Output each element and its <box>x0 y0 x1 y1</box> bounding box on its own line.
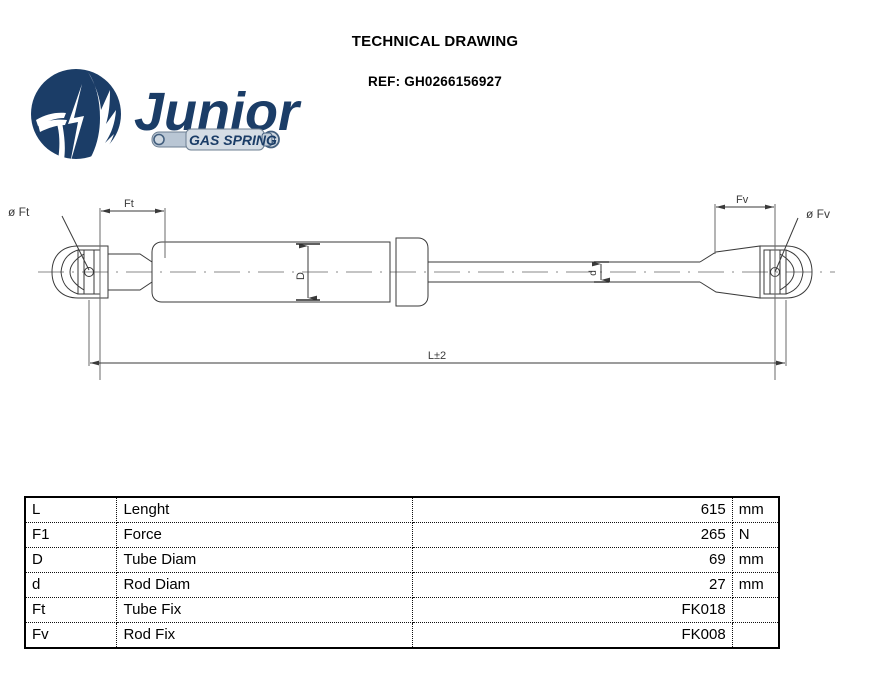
cylinder-tube <box>151 237 429 307</box>
table-row: Fv Rod Fix FK008 <box>25 622 779 649</box>
row-unit: mm <box>732 572 779 598</box>
logo-emblem-icon <box>31 69 121 164</box>
label-overall-length: L±2 <box>428 350 446 362</box>
row-unit: mm <box>732 497 779 523</box>
piston-rod <box>428 261 700 283</box>
row-name: Force <box>116 522 414 548</box>
junior-gas-spring-logo: Junior GAS SPRING <box>26 68 316 166</box>
table-row: D Tube Diam 69 mm <box>25 547 779 573</box>
specification-table-body: L Lenght 615 mm F1 Force 265 N D Tube Di… <box>25 497 779 648</box>
row-name: Rod Diam <box>116 572 414 598</box>
gas-spring-drawing: Ft ø Ft Fv ø Fv <box>0 180 870 400</box>
dimension-overall-length: L±2 <box>88 300 787 366</box>
row-value: FK008 <box>412 622 733 648</box>
row-unit <box>732 623 779 649</box>
row-name: Lenght <box>116 497 414 523</box>
row-value: 615 <box>412 497 733 523</box>
label-rod-fix-dim: Fv <box>736 194 749 206</box>
reference-number: REF: GH0266156927 <box>368 74 502 89</box>
row-value: FK018 <box>412 597 733 623</box>
leader-rod-fix-diam: ø Fv <box>774 207 830 273</box>
row-unit <box>732 597 779 623</box>
label-tube-diam: D <box>295 272 307 280</box>
dimension-rod-fix: Fv <box>714 194 776 380</box>
specification-table: L Lenght 615 mm F1 Force 265 N D Tube Di… <box>24 496 780 649</box>
logo-tagline-text: GAS SPRING <box>189 132 277 148</box>
label-rod-fix-diam: ø Fv <box>806 207 830 221</box>
leader-tube-fix-diam: ø Ft <box>8 205 90 271</box>
row-code: d <box>25 572 118 598</box>
row-unit: N <box>732 522 779 548</box>
dimension-rod-diam: d <box>588 261 610 283</box>
logo-gas-spring-graphic: GAS SPRING <box>151 128 280 151</box>
table-row: Ft Tube Fix FK018 <box>25 597 779 623</box>
table-row: F1 Force 265 N <box>25 522 779 548</box>
row-code: F1 <box>25 522 118 548</box>
table-row: L Lenght 615 mm <box>25 497 779 523</box>
label-tube-fix-dim: Ft <box>124 198 134 210</box>
row-value: 265 <box>412 522 733 548</box>
label-tube-fix-diam: ø Ft <box>8 205 30 219</box>
row-name: Rod Fix <box>116 622 414 648</box>
dimension-tube-fix: Ft <box>99 198 166 380</box>
row-code: Ft <box>25 597 118 623</box>
row-name: Tube Fix <box>116 597 414 623</box>
row-code: Fv <box>25 622 118 648</box>
row-value: 27 <box>412 572 733 598</box>
row-name: Tube Diam <box>116 547 414 573</box>
table-row: d Rod Diam 27 mm <box>25 572 779 598</box>
page-title: TECHNICAL DRAWING <box>351 33 519 50</box>
row-unit: mm <box>732 547 779 573</box>
row-code: L <box>25 497 118 523</box>
row-value: 69 <box>412 547 733 573</box>
row-code: D <box>25 547 118 573</box>
dimension-tube-diam: D <box>295 243 320 301</box>
label-rod-diam: d <box>588 270 599 276</box>
